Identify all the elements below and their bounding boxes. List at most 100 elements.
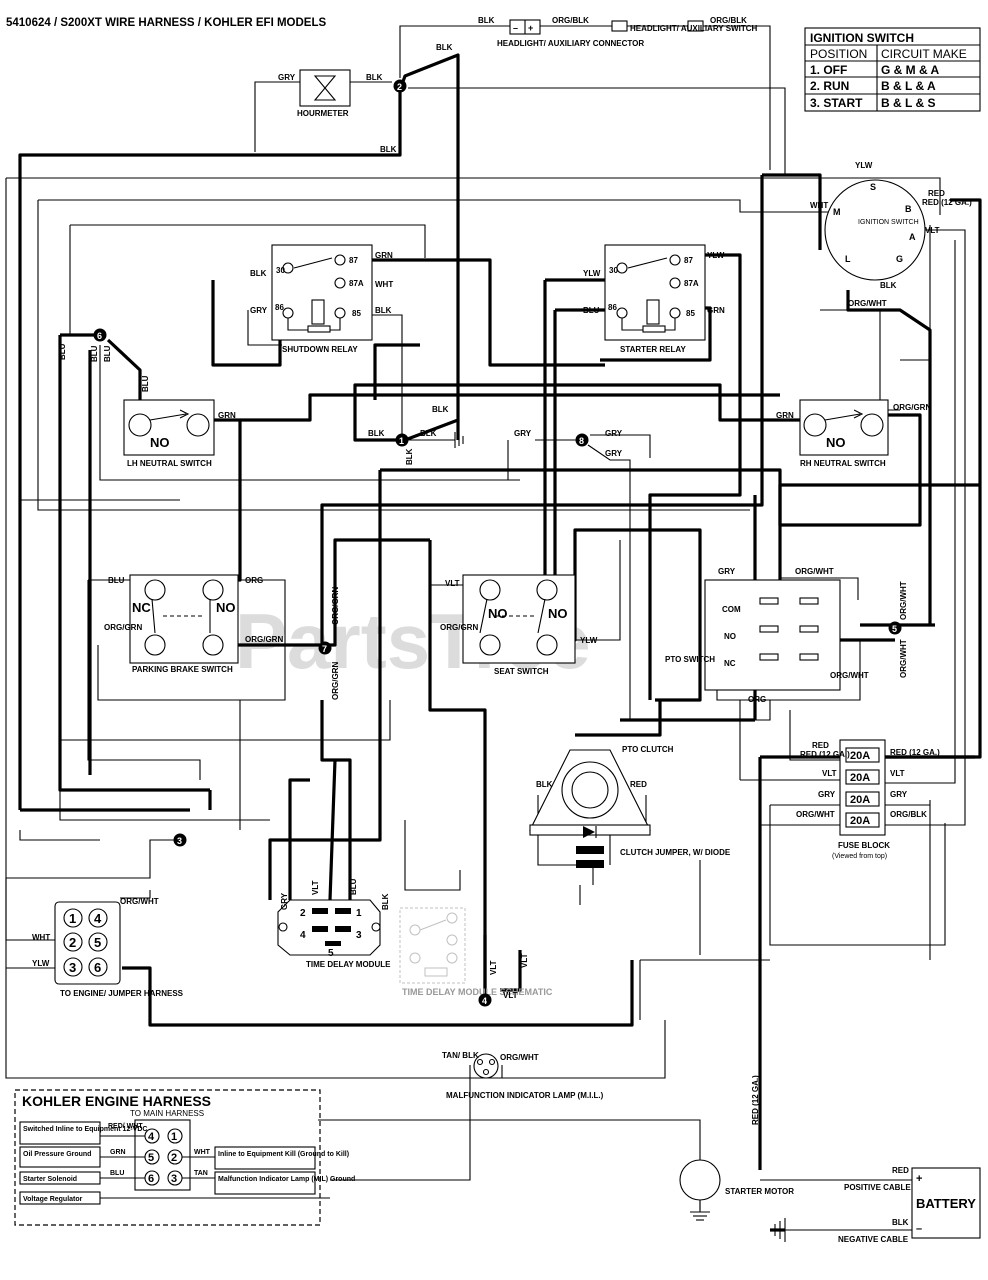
svg-text:20A: 20A [850, 772, 870, 784]
wire-label: ORG/BLK [710, 16, 747, 25]
wire-label: YLW [32, 959, 50, 968]
headlight-connector: – + HEADLIGHT/ AUXILIARY CONNECTOR [497, 19, 644, 48]
rh-neutral-label: RH NEUTRAL SWITCH [800, 459, 886, 468]
ignition-switch: S B A G L M IGNITION SWITCH [824, 179, 926, 281]
svg-text:BLU: BLU [110, 1170, 124, 1177]
wire-label: RED (12 GA.) [751, 1075, 760, 1125]
wire-label: BLK [892, 1218, 909, 1227]
wire-label: VLT [925, 226, 940, 235]
wire-label: GRY [278, 73, 296, 82]
svg-text:20A: 20A [850, 815, 870, 827]
wire-label: GRN [375, 251, 393, 260]
wire-label: RED [630, 780, 647, 789]
ign-table-title: IGNITION SWITCH [810, 31, 914, 45]
lh-neutral-switch: NO LH NEUTRAL SWITCH [123, 399, 215, 468]
svg-text:8: 8 [579, 436, 584, 446]
wire-label: BLK [366, 73, 383, 82]
shutdown-relay-label: SHUTDOWN RELAY [282, 345, 358, 354]
svg-text:WHT: WHT [194, 1149, 211, 1156]
svg-text:5: 5 [328, 948, 334, 959]
svg-text:G: G [896, 254, 903, 264]
wire-label: WHT [375, 280, 393, 289]
wire-label: ORG [245, 576, 263, 585]
wire-label: RED (12 GA.) [922, 198, 972, 207]
svg-text:87: 87 [684, 256, 693, 265]
wire-label: ORG/WHT [848, 299, 887, 308]
wire-label: TAN/ BLK [442, 1051, 479, 1060]
svg-text:GRN: GRN [110, 1149, 126, 1156]
svg-text:1: 1 [69, 911, 76, 926]
svg-text:2: 2 [397, 82, 402, 92]
svg-text:5: 5 [148, 1152, 154, 1164]
time-delay-label: TIME DELAY MODULE [306, 960, 391, 969]
svg-text:1: 1 [171, 1131, 177, 1143]
parking-brake-label: PARKING BRAKE SWITCH [132, 665, 233, 674]
wire-label: GRY [818, 790, 836, 799]
wire-label: GRY [605, 429, 623, 438]
rh-neutral-switch: NO RH NEUTRAL SWITCH [799, 399, 889, 468]
fuse-block-label: FUSE BLOCK [838, 841, 890, 850]
svg-text:NO: NO [488, 606, 508, 621]
wire-label: GRN [707, 306, 725, 315]
fuse-block: 20A 20A 20A 20A FUSE BLOCK (Viewed from … [832, 739, 890, 860]
diagram-title: 5410624 / S200XT WIRE HARNESS / KOHLER E… [6, 17, 326, 29]
svg-text:85: 85 [352, 309, 361, 318]
thin-wires [5, 25, 966, 1231]
wire-label: WHT [810, 201, 828, 210]
svg-text:86: 86 [275, 303, 284, 312]
clutch-jumper-label: CLUTCH JUMPER, W/ DIODE [620, 848, 731, 857]
wire-label: BLU [349, 878, 358, 895]
svg-text:+: + [916, 1173, 922, 1185]
wire-label: ORG/WHT [830, 671, 869, 680]
wire-label: ORG/WHT [120, 897, 159, 906]
svg-text:TAN: TAN [194, 1170, 208, 1177]
wire-label: ORG/GRN [245, 635, 283, 644]
svg-text:4: 4 [148, 1131, 155, 1143]
svg-text:30: 30 [276, 266, 285, 275]
wire-label: YLW [583, 269, 601, 278]
wire-label: ORG/GRN [440, 623, 478, 632]
svg-text:20A: 20A [850, 750, 870, 762]
svg-text:30: 30 [609, 266, 618, 275]
wire-label: BLK [432, 405, 449, 414]
svg-text:4: 4 [482, 996, 487, 1006]
kohler-left-label: Oil Pressure Ground [23, 1151, 91, 1158]
wire-label: VLT [503, 991, 518, 1000]
wire-label: GRY [514, 429, 532, 438]
svg-text:M: M [833, 207, 841, 217]
svg-text:3: 3 [356, 930, 362, 941]
svg-text:RED/ WHT: RED/ WHT [108, 1123, 143, 1130]
wire-label: GRY [605, 449, 623, 458]
headlight-connector-label: HEADLIGHT/ AUXILIARY CONNECTOR [497, 39, 644, 48]
svg-text:–: – [916, 1223, 922, 1235]
seat-switch-label: SEAT SWITCH [494, 667, 549, 676]
node-4: 4 [478, 993, 492, 1007]
node-1: 1 [395, 433, 409, 447]
starter-motor-label: STARTER MOTOR [725, 1187, 794, 1196]
wire-label: RED (12 GA.) [890, 748, 940, 757]
wire-label: BLU [90, 345, 99, 362]
svg-text:(Viewed from top): (Viewed from top) [832, 853, 887, 860]
svg-text:2: 2 [69, 935, 76, 950]
pto-clutch: PTO CLUTCH BLK RED [529, 745, 674, 838]
kohler-engine-harness: KOHLER ENGINE HARNESS TO MAIN HARNESS 4 … [14, 1089, 355, 1226]
svg-text:87A: 87A [684, 279, 699, 288]
wire-label: GRN [776, 411, 794, 420]
wire-label: RED (12 GA.) [800, 750, 850, 759]
ign-row-3-position: 3. START [810, 96, 863, 110]
svg-text:A: A [909, 232, 916, 242]
lh-neutral-label: LH NEUTRAL SWITCH [127, 459, 212, 468]
node-7: 7 [318, 641, 332, 655]
battery: BATTERY + – RED POSITIVE CABLE BLK NEGAT… [838, 1166, 981, 1244]
svg-text:2: 2 [171, 1152, 177, 1164]
ignition-switch-center-label: IGNITION SWITCH [858, 219, 919, 226]
wire-label: ORG/WHT [796, 810, 835, 819]
svg-text:6: 6 [97, 331, 102, 341]
svg-text:L: L [845, 254, 851, 264]
wire-label: ORG/WHT [795, 567, 834, 576]
wire-label: VLT [890, 769, 905, 778]
svg-text:NO: NO [150, 435, 170, 450]
wire-label: GRY [718, 567, 736, 576]
ign-table-header-position: POSITION [810, 47, 867, 61]
